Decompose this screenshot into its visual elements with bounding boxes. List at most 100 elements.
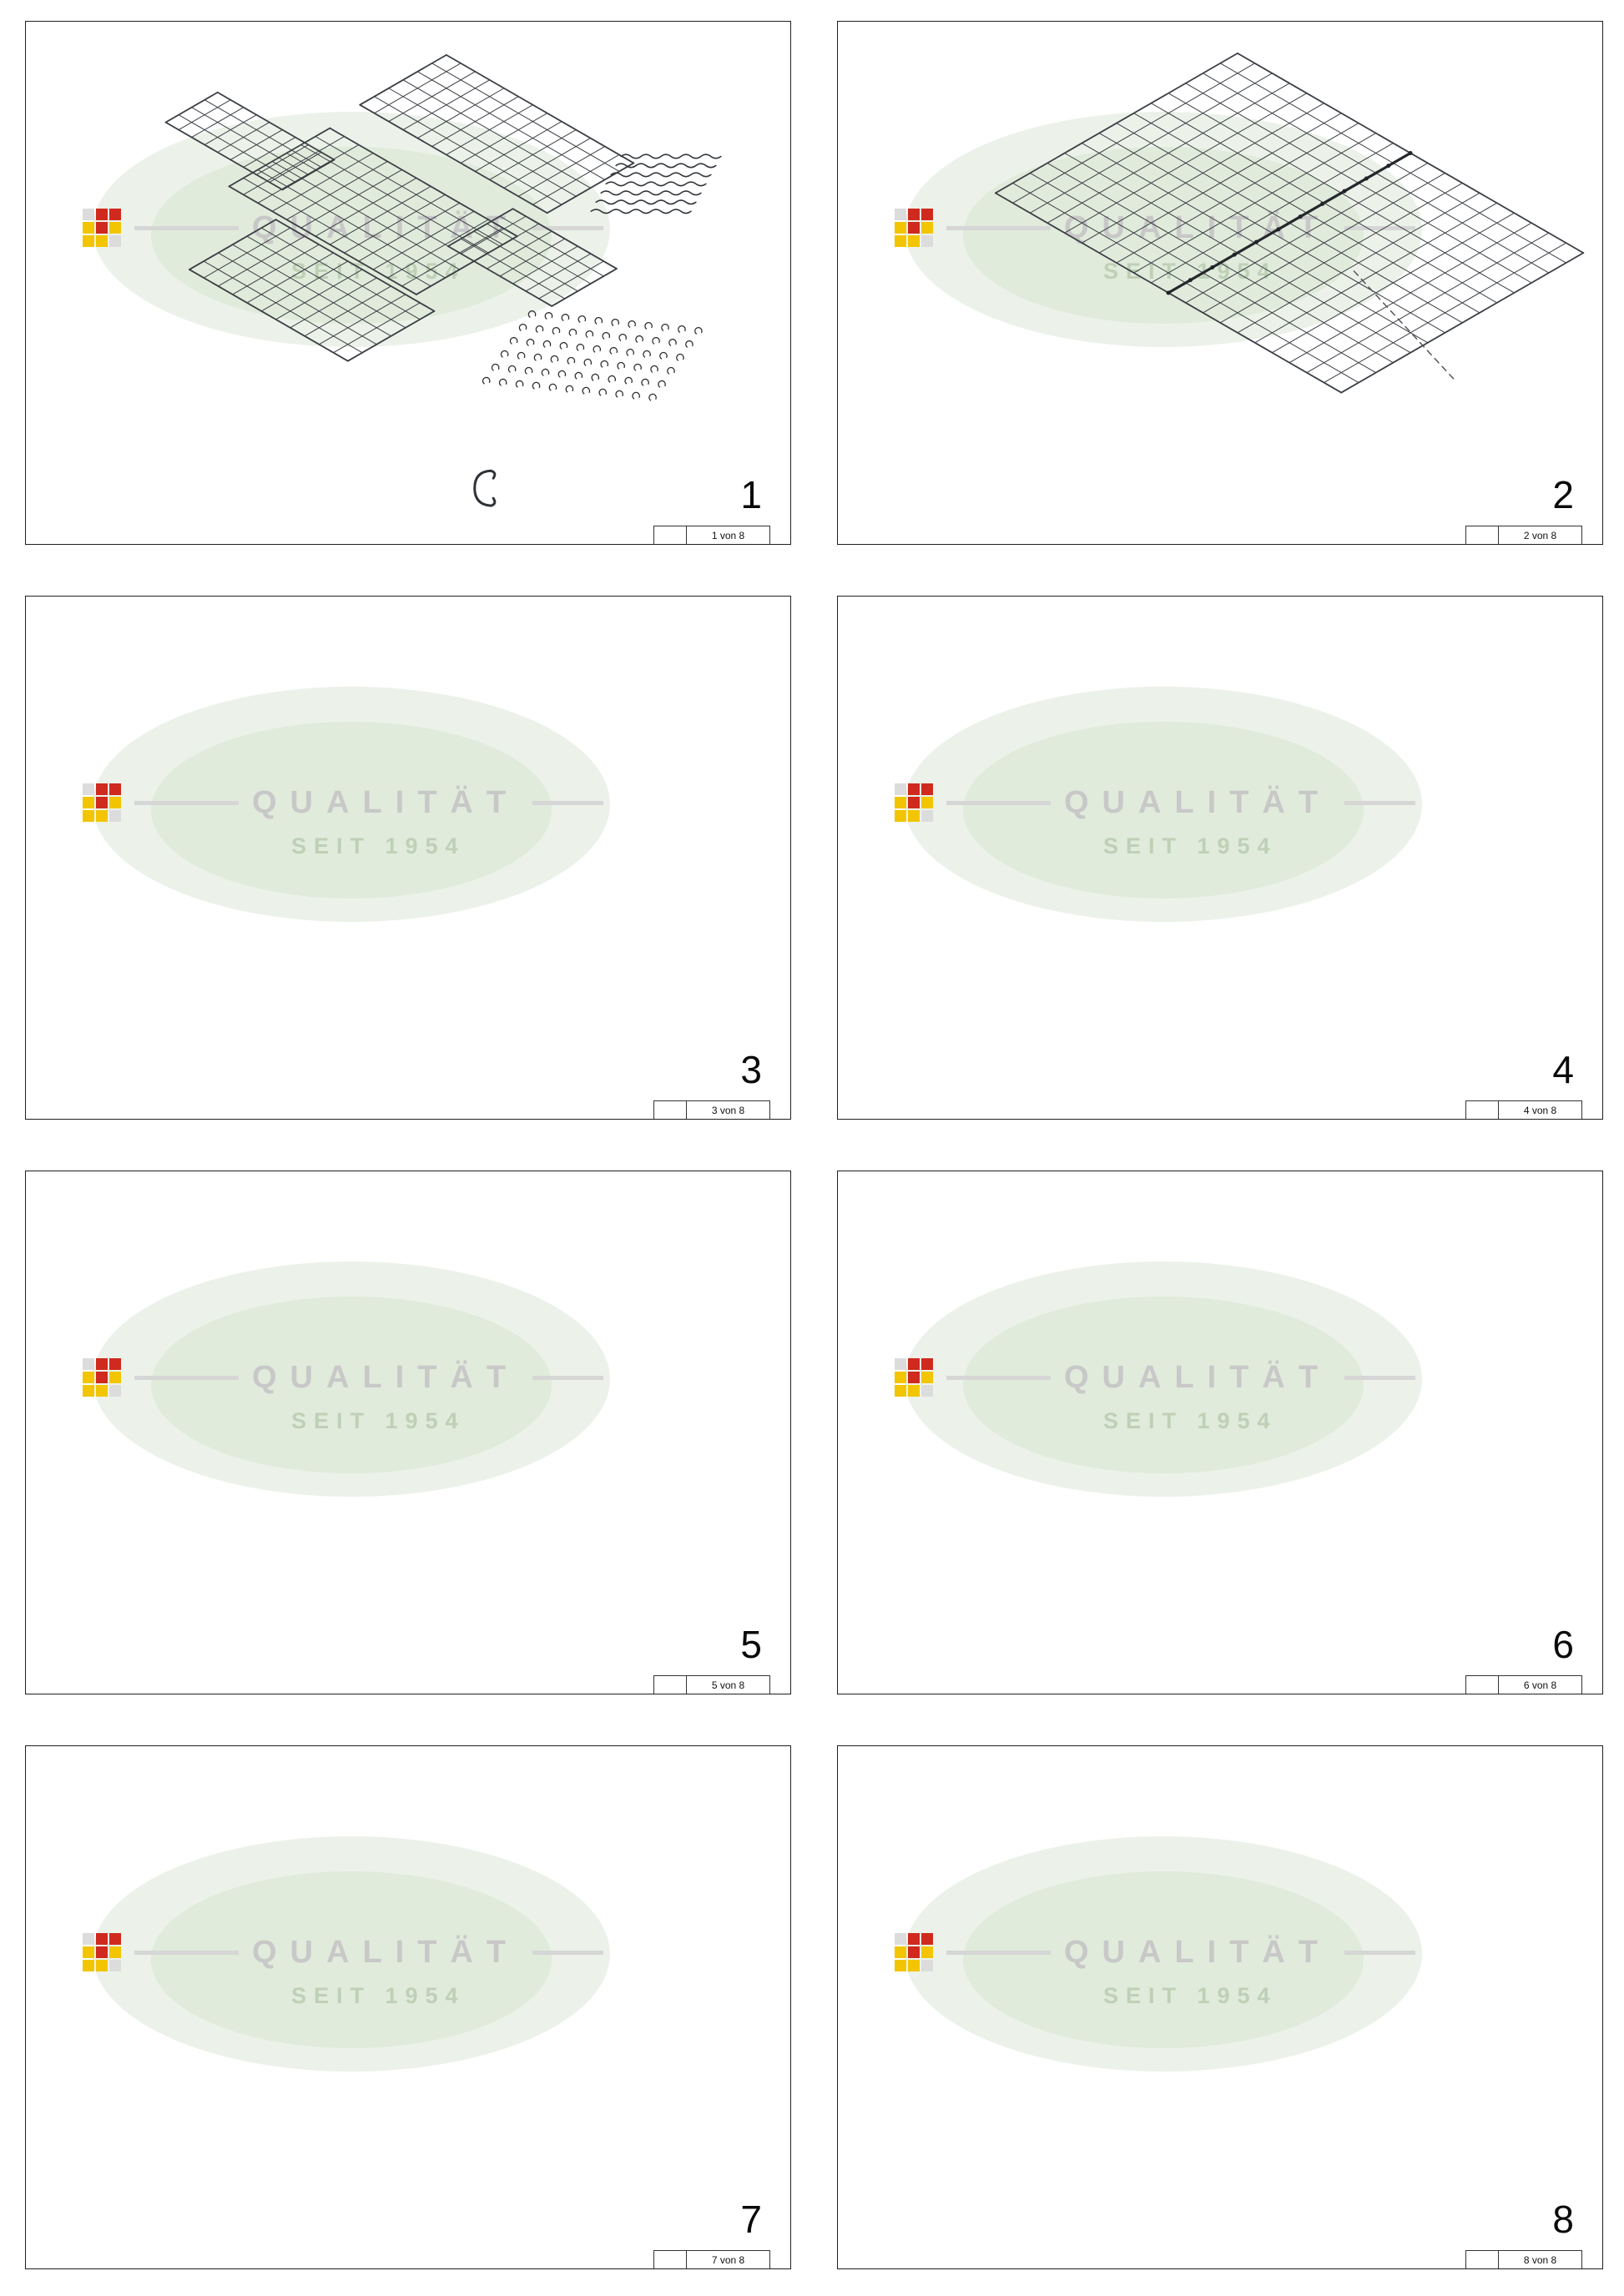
- watermark-line: [946, 1950, 1051, 1955]
- step-5-illustration: [26, 1171, 790, 1694]
- sheet-label-box: 8 von 8: [1465, 2250, 1582, 2268]
- step-7-illustration: [26, 1746, 790, 2268]
- brand-logo: [83, 1358, 121, 1397]
- brand-logo: [83, 209, 121, 247]
- watermark-brand-row: QUALITÄT: [83, 1933, 604, 1971]
- watermark-brand-row: QUALITÄT: [895, 209, 1416, 247]
- watermark-line: [532, 1950, 604, 1955]
- watermark-line: [1344, 225, 1416, 230]
- watermark: QUALITÄT SEIT 1954: [838, 597, 1602, 1119]
- sheet-label: 8 von 8: [1523, 2253, 1557, 2266]
- watermark-brand-text: QUALITÄT: [1064, 784, 1332, 820]
- step-4-illustration: [838, 597, 1602, 1119]
- brand-logo: [895, 209, 933, 247]
- step-panel-2: QUALITÄT SEIT 1954 2 2 von 8: [837, 21, 1603, 545]
- step-6-illustration: [838, 1171, 1602, 1694]
- watermark-brand-row: QUALITÄT: [83, 1358, 604, 1397]
- watermark-since-text: SEIT 1954: [1103, 833, 1278, 858]
- sheet-label: 3 von 8: [711, 1104, 745, 1116]
- watermark: QUALITÄT SEIT 1954: [838, 1746, 1602, 2268]
- sheet-label-box: 5 von 8: [653, 1675, 770, 1694]
- watermark: QUALITÄT SEIT 1954: [838, 1171, 1602, 1694]
- watermark-since-text: SEIT 1954: [291, 833, 466, 858]
- watermark-brand-text: QUALITÄT: [1064, 1934, 1332, 1970]
- watermark-line: [946, 800, 1051, 805]
- watermark-line: [532, 225, 604, 230]
- watermark: QUALITÄT SEIT 1954: [26, 597, 790, 1119]
- sheet-label-box: 3 von 8: [653, 1100, 770, 1119]
- watermark-brand-row: QUALITÄT: [895, 1358, 1416, 1397]
- watermark-brand-row: QUALITÄT: [895, 1933, 1416, 1971]
- step-2-illustration: [994, 52, 1585, 394]
- sheet-label: 6 von 8: [1523, 1679, 1557, 1691]
- sheet-label: 1 von 8: [711, 529, 745, 541]
- sheet-box-cell: [654, 1101, 687, 1119]
- watermark-brand-row: QUALITÄT: [83, 783, 604, 822]
- watermark-ellipse-inner: [963, 1297, 1364, 1473]
- sheet-label-box: 1 von 8: [653, 526, 770, 544]
- step-number: 4: [1552, 1048, 1574, 1091]
- sheet-box-cell: [1466, 1676, 1499, 1694]
- sheet-label: 7 von 8: [711, 2253, 745, 2266]
- step-number: 3: [740, 1048, 762, 1091]
- sheet-label: 5 von 8: [711, 1679, 745, 1691]
- brand-logo: [83, 1933, 121, 1971]
- sheet-label: 4 von 8: [1523, 1104, 1557, 1116]
- sheet-box-cell: [654, 2251, 687, 2268]
- step-panel-5: QUALITÄT SEIT 1954 5 5 von 8: [25, 1171, 791, 1694]
- sheet-label: 2 von 8: [1523, 529, 1557, 541]
- sheet-label-box: 4 von 8: [1465, 1100, 1582, 1119]
- step-panel-1: QUALITÄT SEIT 1954 1 1 von 8: [25, 21, 791, 545]
- watermark-line: [946, 225, 1051, 230]
- step-number: 7: [740, 2198, 762, 2241]
- step-panel-6: QUALITÄT SEIT 1954 6 6 von 8: [837, 1171, 1603, 1694]
- step-number: 1: [740, 473, 762, 516]
- watermark-line: [134, 800, 239, 805]
- watermark-ellipse-inner: [963, 1871, 1364, 2048]
- watermark-line: [532, 1375, 604, 1380]
- watermark-brand-text: QUALITÄT: [252, 1359, 520, 1395]
- watermark-since-text: SEIT 1954: [1103, 1983, 1278, 2008]
- step-panel-4: QUALITÄT SEIT 1954 4 4 von 8: [837, 596, 1603, 1120]
- watermark-line: [1344, 1950, 1416, 1955]
- sheet-box-cell: [1466, 526, 1499, 544]
- watermark-line: [134, 225, 239, 230]
- watermark-since-text: SEIT 1954: [1103, 1408, 1278, 1433]
- step-number: 5: [740, 1623, 762, 1666]
- watermark-ellipse-inner: [151, 722, 552, 899]
- watermark: QUALITÄT SEIT 1954: [26, 1171, 790, 1694]
- watermark-brand-text: QUALITÄT: [1064, 1359, 1332, 1395]
- sheet-box-cell: [1466, 2251, 1499, 2268]
- step-number: 8: [1552, 2198, 1574, 2241]
- watermark-brand-row: QUALITÄT: [895, 783, 1416, 822]
- step-panel-7: QUALITÄT SEIT 1954 7 7 von 8: [25, 1745, 791, 2269]
- watermark-line: [134, 1375, 239, 1380]
- brand-logo: [895, 1933, 933, 1971]
- watermark-since-text: SEIT 1954: [291, 1408, 466, 1433]
- brand-logo: [895, 783, 933, 822]
- step-3-illustration: [26, 597, 790, 1119]
- step-1-illustration: [164, 53, 722, 507]
- sheet-label-box: 2 von 8: [1465, 526, 1582, 544]
- watermark-ellipse-inner: [963, 722, 1364, 899]
- watermark-brand-text: QUALITÄT: [1064, 209, 1332, 245]
- watermark-brand-text: QUALITÄT: [252, 784, 520, 820]
- sheet-label-box: 6 von 8: [1465, 1675, 1582, 1694]
- watermark-ellipse-inner: [151, 1871, 552, 2048]
- sheet-box-cell: [654, 1676, 687, 1694]
- watermark-since-text: SEIT 1954: [291, 1983, 466, 2008]
- watermark-line: [1344, 1375, 1416, 1380]
- watermark-line: [134, 1950, 239, 1955]
- watermark-ellipse-inner: [151, 1297, 552, 1473]
- watermark-brand-text: QUALITÄT: [252, 1934, 520, 1970]
- sheet-box-cell: [1466, 1101, 1499, 1119]
- watermark-line: [946, 1375, 1051, 1380]
- step-number: 2: [1552, 473, 1574, 516]
- step-panel-8: QUALITÄT SEIT 1954 8 8 von 8: [837, 1745, 1603, 2269]
- sheet-label-box: 7 von 8: [653, 2250, 770, 2268]
- watermark: QUALITÄT SEIT 1954: [26, 1746, 790, 2268]
- brand-logo: [895, 1358, 933, 1397]
- watermark-line: [1344, 800, 1416, 805]
- step-number: 6: [1552, 1623, 1574, 1666]
